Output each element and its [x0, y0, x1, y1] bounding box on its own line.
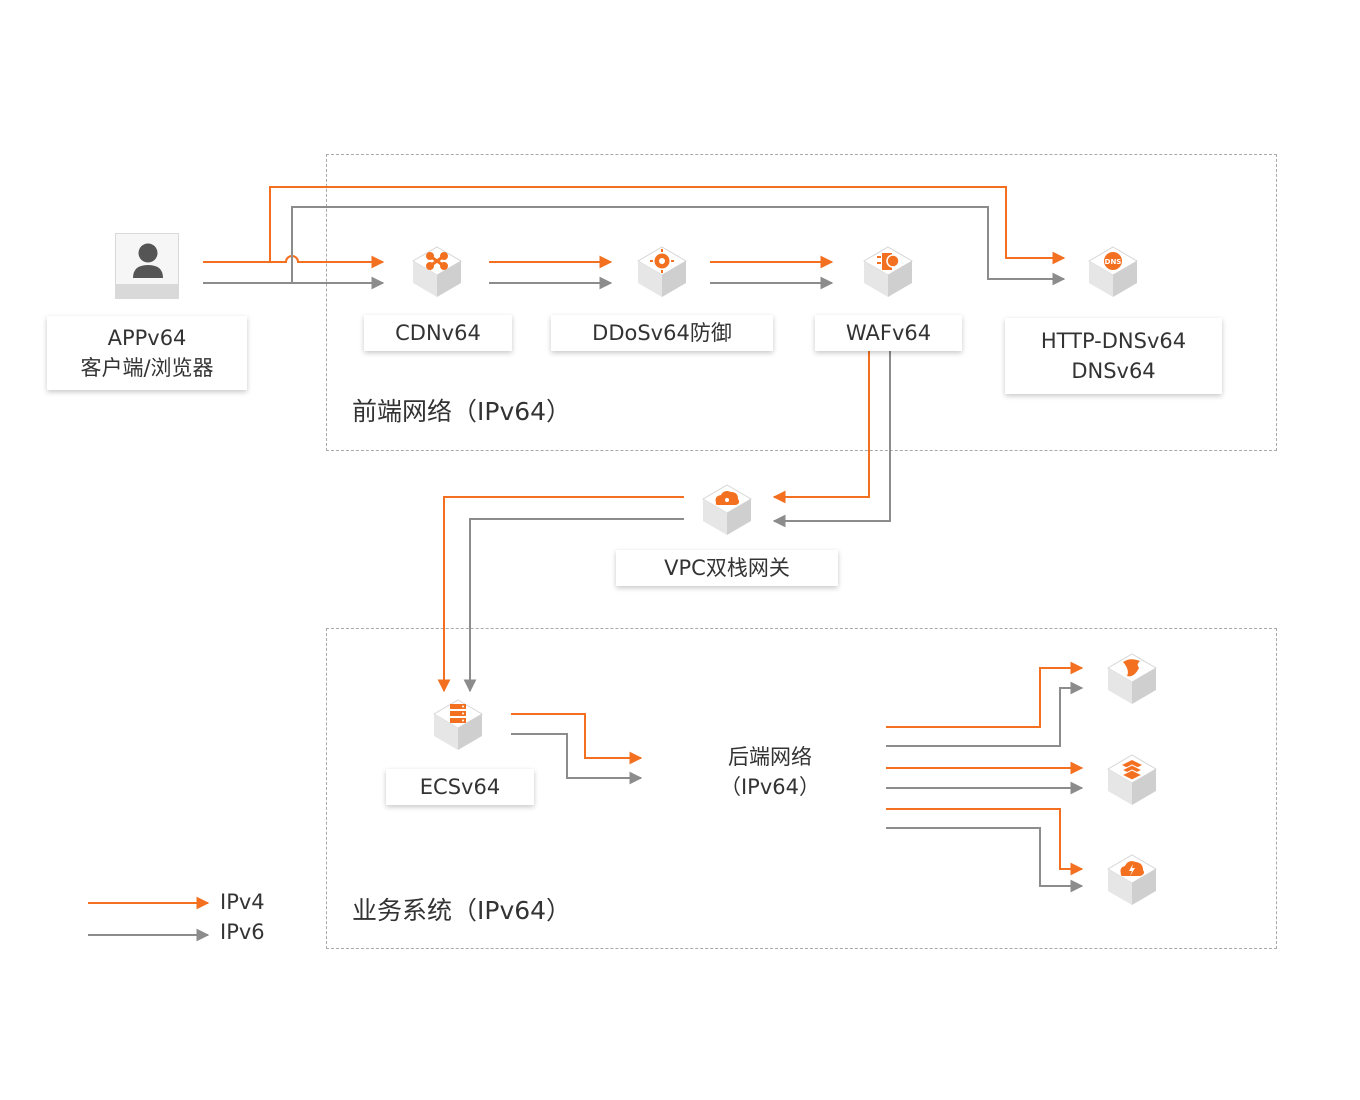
cloud-service-icon	[1107, 854, 1157, 905]
legend-ipv4-label: IPv4	[220, 890, 265, 914]
ipv6-waf-vpc	[772, 350, 891, 528]
database-icon	[1107, 653, 1157, 704]
legend-ipv6-label: IPv6	[220, 920, 265, 944]
ddos-label: DDoSv64防御	[551, 315, 773, 351]
ipv6-app-dns	[291, 206, 1066, 286]
ipv6-backend-db	[886, 681, 1084, 747]
waf-label: WAFv64	[815, 315, 962, 351]
storage-icon	[1107, 754, 1157, 805]
app-client-desc: 客户端/浏览器	[80, 356, 214, 380]
vpc-gateway-label: VPC双栈网关	[616, 550, 838, 586]
frontend-zone-label: 前端网络（IPv64）	[352, 397, 572, 426]
ipv6-ecs-backend	[511, 733, 643, 785]
vpc-gateway-icon	[702, 484, 752, 535]
ipv4-backend-cloud	[886, 808, 1084, 876]
backend-network-protocol: （IPv64）	[719, 775, 820, 799]
cdn-icon	[412, 246, 462, 297]
ipv6-vpc-ecs	[463, 518, 684, 693]
waf-icon	[863, 246, 913, 297]
ipv4-backend-db	[886, 661, 1084, 728]
backend-network-name: 后端网络	[728, 745, 812, 769]
app-client-name: APPv64	[107, 326, 187, 350]
business-zone	[326, 628, 1277, 949]
app-client-label: APPv64 客户端/浏览器	[47, 316, 247, 390]
ipv6-backend-cloud	[886, 827, 1084, 893]
frontend-zone	[326, 154, 1277, 451]
business-zone-label: 业务系统（IPv64）	[352, 896, 572, 925]
ipv4-app-dns	[269, 186, 1066, 265]
ipv4-ecs-backend	[511, 713, 643, 765]
cdn-label: CDNv64	[364, 315, 512, 351]
ipv4-vpc-ecs	[437, 496, 684, 693]
dns-label: HTTP-DNSv64 DNSv64	[1005, 318, 1222, 394]
user-icon	[115, 233, 179, 299]
backend-network-box: 后端网络 （IPv64）	[654, 714, 886, 830]
ddos-icon	[637, 246, 687, 297]
ipv4-waf-vpc	[772, 350, 870, 504]
svg-text:DNS: DNS	[1105, 258, 1122, 266]
ecs-label: ECSv64	[386, 769, 534, 805]
dns-icon: DNS	[1088, 246, 1138, 297]
ecs-icon	[433, 699, 483, 750]
dns-name: DNSv64	[1071, 359, 1156, 383]
http-dns-name: HTTP-DNSv64	[1040, 329, 1187, 353]
